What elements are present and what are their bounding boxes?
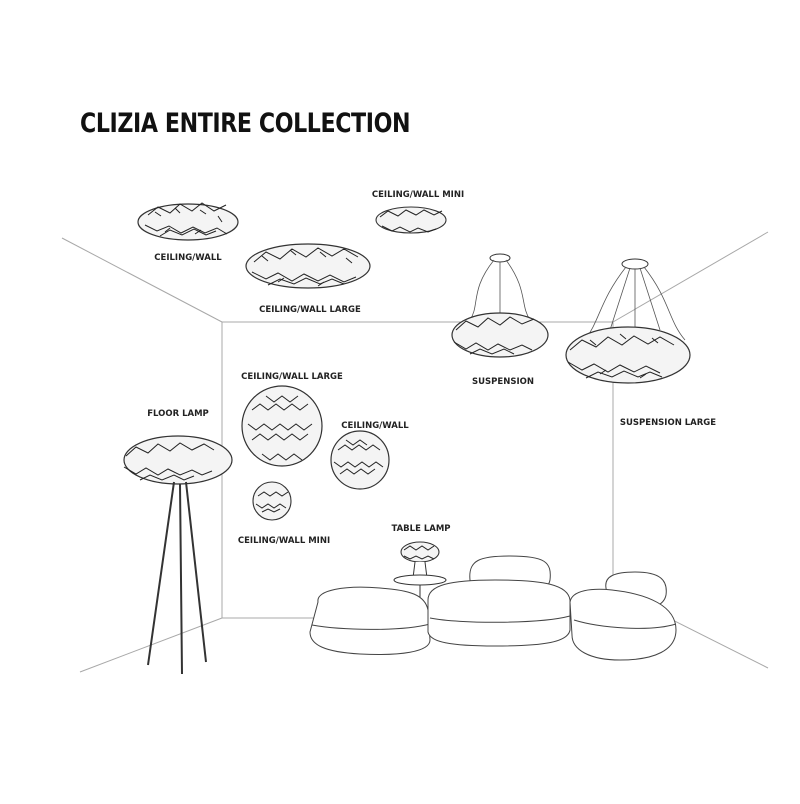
label-suspension-large: SUSPENSION LARGE bbox=[620, 418, 716, 428]
table-lamp bbox=[393, 541, 447, 610]
ceiling-wall-mini-lamp-top bbox=[375, 206, 447, 234]
label-ceiling-wall-wall: CEILING/WALL bbox=[341, 421, 409, 431]
label-suspension: SUSPENSION bbox=[472, 377, 534, 387]
suspension-lamp bbox=[451, 253, 549, 358]
ceiling-wall-lamp-top bbox=[137, 202, 239, 241]
label-ceiling-wall-mini-top: CEILING/WALL MINI bbox=[372, 190, 464, 200]
floor-lamp bbox=[123, 435, 233, 675]
wall-ceiling-wall-mini-lamp bbox=[252, 481, 292, 521]
page-title: CLIZIA ENTIRE COLLECTION bbox=[80, 108, 411, 139]
wall-ceiling-wall-large-lamp bbox=[241, 385, 323, 467]
label-ceiling-wall-top: CEILING/WALL bbox=[154, 253, 222, 263]
label-floor-lamp: FLOOR LAMP bbox=[147, 409, 209, 419]
ceiling-wall-large-lamp-top bbox=[245, 243, 371, 289]
suspension-large-lamp bbox=[565, 258, 691, 384]
label-ceiling-wall-large-wall: CEILING/WALL LARGE bbox=[241, 372, 343, 382]
label-ceiling-wall-mini-wall: CEILING/WALL MINI bbox=[238, 536, 330, 546]
wall-ceiling-wall-lamp bbox=[330, 430, 390, 490]
sofa bbox=[309, 555, 677, 661]
label-table-lamp: TABLE LAMP bbox=[391, 524, 450, 534]
label-ceiling-wall-large-top: CEILING/WALL LARGE bbox=[259, 305, 361, 315]
